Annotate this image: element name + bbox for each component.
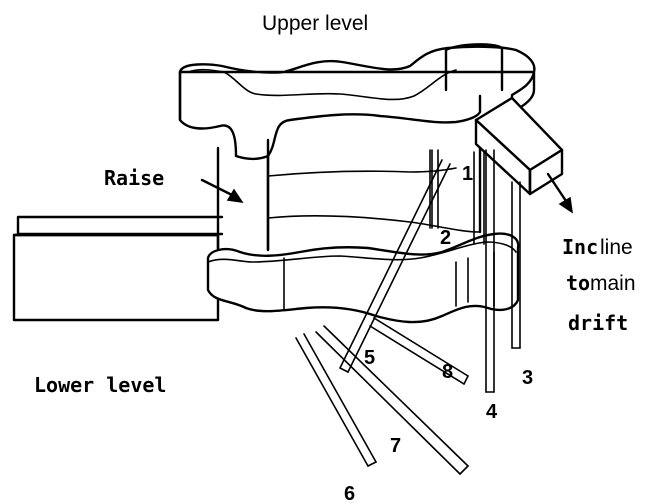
- drill-hole-5: [339, 159, 451, 373]
- lower-level-slab: [206, 232, 520, 324]
- incline-label-line2b: main: [590, 272, 636, 295]
- raise-arrow: [200, 178, 244, 203]
- incline-drift: [474, 96, 573, 214]
- incline-label-line2a: to: [566, 271, 590, 295]
- drill-hole-7: [315, 325, 469, 475]
- drill-hole-1: [473, 151, 485, 245]
- drill-hole-4: [485, 149, 495, 393]
- incline-label: Inc line to main drift: [562, 235, 636, 335]
- lower-level-label: Lower level: [34, 373, 166, 397]
- drill-hole-8: [369, 317, 469, 385]
- incline-label-line1a: Inc: [562, 235, 598, 259]
- drill-hole-number-7: 7: [390, 435, 401, 457]
- drill-hole-number-3: 3: [522, 367, 533, 389]
- drill-hole-number-8: 8: [442, 361, 453, 383]
- raise-arrow-icon: [226, 188, 244, 203]
- drill-hole-number-6: 6: [344, 483, 355, 503]
- raise-shaft: [216, 138, 270, 252]
- lower-level-drift: [12, 215, 224, 322]
- incline-label-line1b: line: [600, 236, 633, 259]
- incline-arrow-icon: [558, 196, 573, 214]
- drill-hole-number-5: 5: [364, 347, 375, 369]
- drill-hole-number-2: 2: [440, 227, 451, 249]
- drill-hole-3: [511, 181, 521, 349]
- drill-holes: [295, 149, 521, 475]
- raise-label: Raise: [104, 166, 164, 190]
- incline-label-line3: drift: [568, 311, 628, 335]
- upper-level-label: Upper level: [262, 12, 368, 35]
- drill-hole-6: [295, 333, 377, 467]
- upper-level-slab: [178, 43, 536, 161]
- drill-hole-number-4: 4: [486, 401, 498, 423]
- drill-hole-number-1: 1: [462, 163, 473, 185]
